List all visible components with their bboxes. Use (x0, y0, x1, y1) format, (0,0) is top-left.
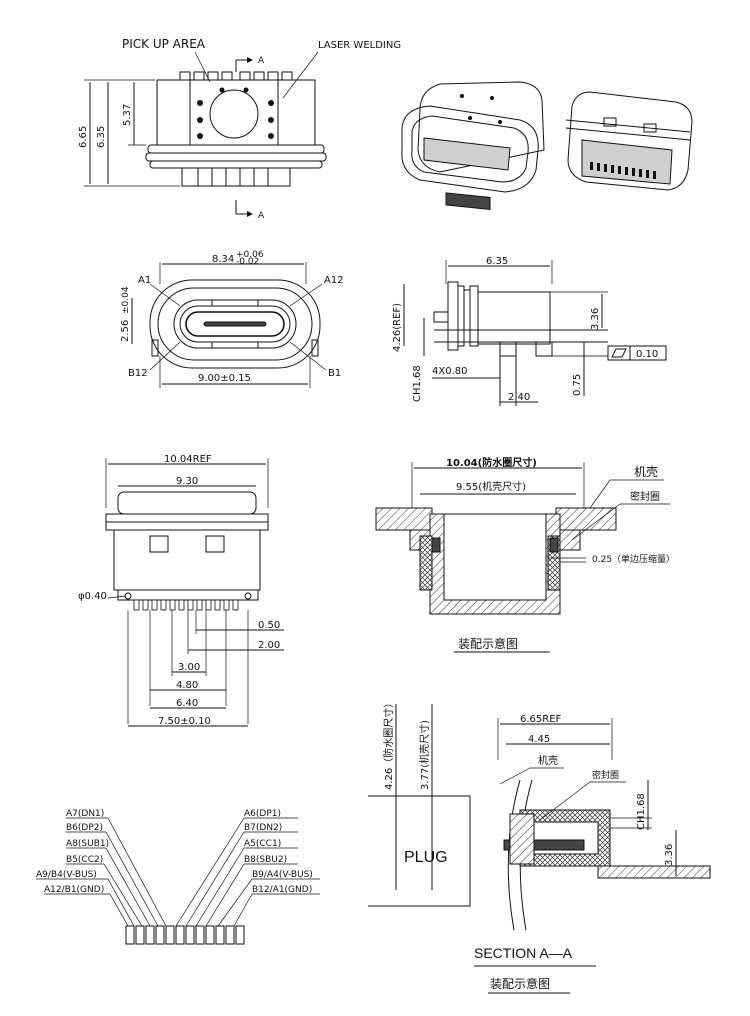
dim-10-04-seal: 10.04(防水圈尺寸) (446, 456, 537, 469)
dim-3-36-side: 3.36 (590, 308, 601, 330)
pinout-diagram: A7(DN1) B6(DP2) A8(SUB1) B5(CC2) A9/B4(V… (36, 809, 320, 945)
dim-9-30: 9.30 (176, 476, 198, 487)
pin-b1-label: B1 (328, 368, 341, 379)
dim-4-80: 4.80 (176, 680, 198, 691)
dim-0-50: 0.50 (258, 620, 280, 631)
pin-label-left-2: B6(DP2) (66, 823, 103, 833)
dim-3-77-housing: 3.77(机壳尺寸) (418, 720, 431, 790)
pin-label-right-1: A6(DP1) (244, 809, 281, 819)
ch-1-68: CH1.68 (412, 365, 423, 402)
pin-label-left-4: B5(CC2) (66, 855, 103, 865)
pin-label-left-3: A8(SUB1) (66, 839, 109, 849)
top-view: PICK UP AREA LASER WELDING A A (78, 37, 401, 221)
housing-label: 机壳 (634, 465, 658, 479)
height-tol: ±0.04 (121, 286, 131, 314)
dim-6-65-ref: 6.65REF (520, 714, 562, 725)
section-title: SECTION A—A (474, 945, 573, 961)
dim-2-00: 2.00 (258, 640, 280, 651)
dim-6-40: 6.40 (176, 698, 198, 709)
width-tol-plus: +0.06 (236, 250, 264, 260)
dim-5-37: 5.37 (122, 104, 133, 126)
side-view: 6.35 4.26(REF) CH1.68 3.36 4X0.80 2.40 0… (392, 256, 667, 406)
section-a-a-view: 6.65REF 4.45 4.26（防水圈尺寸） 3.77(机壳尺寸) PLUG… (368, 698, 711, 994)
pin-label-right-3: A5(CC1) (244, 839, 281, 849)
pin-a12-label: A12 (324, 275, 344, 286)
dim-7-50: 7.50±0.10 (158, 716, 211, 727)
dim-9-55-housing: 9.55(机壳尺寸) (456, 480, 526, 493)
plug-label: PLUG (404, 849, 448, 866)
pin-label-left-6: A12/B1(GND) (44, 885, 104, 895)
dim-2-40: 2.40 (508, 392, 530, 403)
bottom-width-9-00: 9.00±0.15 (198, 373, 251, 384)
top-pins (179, 71, 293, 81)
width-8-34: 8.34 (212, 254, 234, 265)
pinout-right-labels: A6(DP1) B7(DN2) A5(CC1) B8(SBU2) B9/A4(V… (244, 809, 313, 895)
pin-label-right-6: B12/A1(GND) (252, 885, 312, 895)
iso-view-front (401, 81, 545, 211)
laser-welding-label: LASER WELDING (318, 40, 401, 51)
dim-6-65: 6.65 (78, 126, 89, 148)
dim-10-04-ref: 10.04REF (164, 454, 212, 465)
pin-row (125, 925, 245, 945)
dim-6-35: 6.35 (96, 126, 107, 148)
section-caption: 装配示意图 (490, 976, 550, 991)
flatness-0-10: 0.10 (636, 349, 658, 360)
section-housing-label: 机壳 (538, 754, 558, 767)
pin-label-right-4: B8(SBU2) (244, 855, 287, 865)
dim-4-26-seal: 4.26（防水圈尺寸） (382, 698, 395, 790)
front-view: 8.34 +0.06 -0.02 A1 A12 B12 B1 2.56 ±0.0… (120, 250, 344, 388)
pinout-left-labels: A7(DN1) B6(DP2) A8(SUB1) B5(CC2) A9/B4(V… (36, 809, 109, 895)
section-dim-3-36: 3.36 (664, 844, 675, 866)
height-2-56: 2.56 (120, 320, 131, 342)
iso-view-back (565, 91, 693, 191)
section-ch-1-68: CH1.68 (636, 793, 647, 830)
pitch-4x0-80: 4X0.80 (432, 366, 467, 377)
pin-label-left-1: A7(DN1) (66, 809, 104, 819)
hole-0-40: φ0.40 (78, 591, 107, 602)
outer-seal-outline (149, 279, 321, 369)
pin-a1-label: A1 (138, 275, 151, 286)
dim-4-26-ref: 4.26(REF) (392, 303, 403, 352)
section-seal-label: 密封圈 (592, 769, 619, 781)
dim-6-35-side: 6.35 (486, 256, 508, 267)
dim-0-75: 0.75 (572, 374, 583, 396)
dim-3-00: 3.00 (178, 662, 200, 673)
footprint-pins (133, 599, 239, 611)
pick-up-circle (209, 89, 259, 139)
seal-label: 密封圈 (630, 490, 660, 503)
dim-4-45: 4.45 (528, 734, 550, 745)
pin-label-left-5: A9/B4(V-BUS) (36, 870, 97, 880)
pick-up-area-label: PICK UP AREA (122, 37, 206, 51)
pin-label-right-5: B9/A4(V-BUS) (252, 870, 313, 880)
section-mark-bottom: A (258, 211, 265, 221)
width-tol-minus: -0.02 (236, 257, 259, 267)
assembly-view: 10.04(防水圈尺寸) 9.55(机壳尺寸) 机壳 密封圈 0.25（单边压缩… (375, 456, 675, 653)
section-mark-top: A (258, 56, 265, 66)
pin-b12-label: B12 (128, 368, 148, 379)
assembly-caption: 装配示意图 (458, 636, 518, 651)
footprint-view: 10.04REF 9.30 φ0.40 0.5 (78, 454, 284, 727)
compression-label: 0.25（单边压缩量） (592, 553, 675, 565)
pin-label-right-2: B7(DN2) (244, 823, 282, 833)
